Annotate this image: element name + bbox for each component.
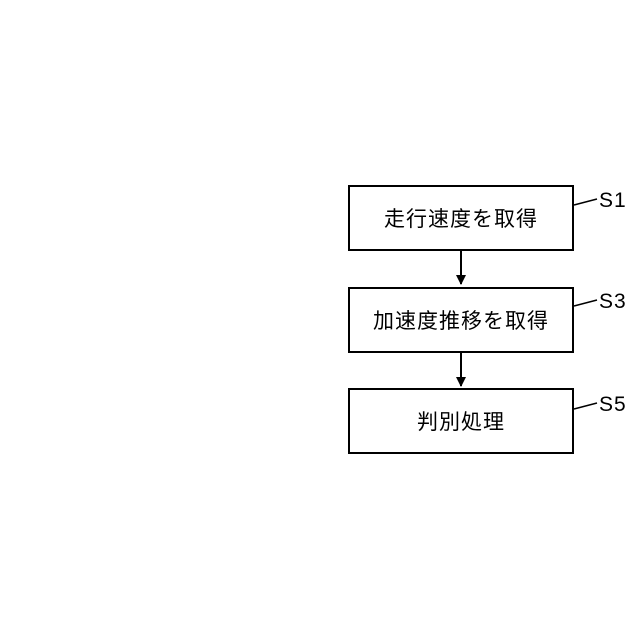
step-box-s1: 走行速度を取得	[348, 185, 574, 251]
leader-line-s1	[574, 199, 597, 205]
step-label-s5: S5	[599, 394, 627, 415]
leader-line-s3	[574, 300, 597, 306]
step-label-s1: S1	[599, 190, 627, 211]
leader-line-s5	[574, 403, 597, 409]
step-label-s3: S3	[599, 291, 627, 312]
step-text-s1: 走行速度を取得	[384, 203, 538, 233]
step-text-s5: 判別処理	[417, 406, 505, 436]
step-box-s5: 判別処理	[348, 388, 574, 454]
step-text-s3: 加速度推移を取得	[373, 305, 549, 335]
step-box-s3: 加速度推移を取得	[348, 287, 574, 353]
